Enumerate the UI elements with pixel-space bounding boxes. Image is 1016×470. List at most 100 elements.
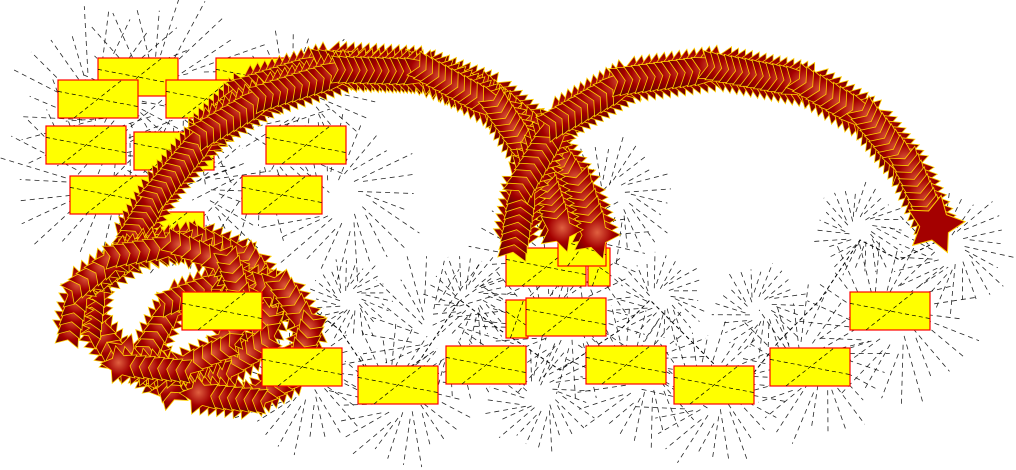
dashed-line bbox=[865, 204, 889, 221]
dashed-line bbox=[308, 334, 347, 363]
dashed-line bbox=[376, 279, 423, 325]
yellow-rectangle bbox=[505, 299, 529, 339]
dashed-line bbox=[495, 337, 537, 342]
dashed-line bbox=[345, 260, 347, 291]
dashed-line bbox=[382, 337, 390, 382]
dashed-line bbox=[793, 303, 800, 350]
dashed-line bbox=[607, 402, 634, 426]
dashed-line bbox=[381, 303, 413, 329]
dashed-line bbox=[451, 316, 468, 334]
dashed-line bbox=[636, 265, 649, 292]
dashed-line bbox=[758, 390, 793, 403]
dashed-line bbox=[776, 304, 790, 347]
dashed-line bbox=[516, 345, 556, 395]
dashed-line bbox=[374, 417, 399, 450]
dashed-line bbox=[634, 310, 647, 356]
dashed-line bbox=[767, 323, 770, 348]
dashed-line bbox=[842, 241, 861, 276]
dashed-line bbox=[774, 293, 806, 299]
dashed-line bbox=[810, 385, 819, 429]
dashed-line bbox=[739, 269, 753, 303]
dashed-line bbox=[372, 201, 420, 234]
dashed-line bbox=[478, 286, 506, 294]
dashed-line bbox=[482, 299, 509, 316]
dashed-line bbox=[876, 227, 898, 240]
dashed-line bbox=[674, 334, 689, 377]
dashed-line bbox=[769, 318, 779, 348]
dashed-line bbox=[335, 259, 342, 289]
dashed-line bbox=[673, 309, 682, 332]
dashed-line bbox=[479, 276, 505, 287]
dashed-line bbox=[834, 192, 847, 221]
dashed-line bbox=[406, 256, 424, 313]
dashed-line bbox=[578, 394, 624, 410]
dashed-line bbox=[344, 360, 381, 392]
dashed-line bbox=[719, 409, 730, 463]
dashed-line bbox=[485, 399, 520, 405]
dashed-line bbox=[181, 79, 231, 119]
dashed-line bbox=[776, 383, 809, 433]
dashed-line bbox=[120, 119, 173, 142]
dashed-line bbox=[839, 357, 885, 373]
dashed-line bbox=[721, 293, 742, 310]
dashed-line bbox=[549, 410, 553, 453]
dashed-line bbox=[73, 79, 123, 119]
dashed-line bbox=[775, 319, 790, 345]
dashed-line bbox=[352, 421, 392, 455]
dashed-line bbox=[315, 396, 326, 440]
dashed-line bbox=[639, 318, 660, 350]
dashed-line bbox=[498, 407, 535, 439]
dashed-line bbox=[962, 261, 977, 300]
dashed-line bbox=[870, 233, 889, 256]
dashed-line bbox=[969, 239, 1001, 244]
dashed-line bbox=[500, 405, 532, 421]
dashed-line bbox=[663, 390, 679, 428]
dashed-line bbox=[556, 348, 570, 395]
dashed-line bbox=[727, 403, 752, 439]
dashed-line bbox=[420, 404, 446, 442]
dashed-line bbox=[350, 268, 364, 284]
dashed-line bbox=[487, 295, 515, 307]
dashed-line bbox=[964, 249, 998, 269]
dashed-line bbox=[549, 404, 561, 438]
dashed-line bbox=[601, 345, 651, 385]
dashed-line bbox=[469, 317, 477, 346]
dashed-line bbox=[587, 254, 623, 287]
dashed-line bbox=[215, 170, 271, 180]
dashed-line bbox=[894, 256, 933, 260]
dashed-line bbox=[762, 270, 783, 294]
dashed-line bbox=[459, 293, 500, 307]
dashed-line bbox=[344, 135, 377, 175]
dashed-line bbox=[785, 347, 835, 387]
dashed-line bbox=[764, 387, 802, 419]
dashed-line bbox=[971, 261, 991, 295]
dashed-line bbox=[665, 419, 702, 450]
dashed-line bbox=[552, 388, 591, 392]
dashed-line bbox=[864, 344, 891, 389]
dashed-line bbox=[435, 275, 456, 297]
dashed-line bbox=[431, 303, 459, 307]
dashed-line bbox=[628, 202, 668, 234]
dashed-line bbox=[510, 172, 544, 238]
dashed-line bbox=[555, 399, 585, 429]
dashed-line bbox=[774, 313, 800, 339]
dashed-line bbox=[770, 310, 796, 325]
dashed-line bbox=[411, 411, 423, 468]
dashed-line bbox=[838, 350, 883, 397]
dashed-line bbox=[661, 382, 695, 421]
dashed-line bbox=[814, 229, 850, 235]
dashed-line bbox=[489, 386, 525, 399]
dashed-line bbox=[395, 326, 414, 367]
dashed-line bbox=[956, 201, 993, 232]
dashed-line bbox=[160, 0, 179, 56]
dashed-line bbox=[749, 343, 786, 366]
dashed-line bbox=[437, 310, 467, 337]
dashed-line bbox=[280, 218, 333, 263]
dashed-line bbox=[901, 344, 904, 405]
dashed-line bbox=[618, 298, 643, 307]
dashed-line bbox=[427, 283, 459, 301]
dashed-line bbox=[352, 150, 387, 171]
dashed-line bbox=[408, 348, 438, 371]
dashed-line bbox=[899, 243, 927, 257]
dashed-line bbox=[133, 104, 187, 134]
